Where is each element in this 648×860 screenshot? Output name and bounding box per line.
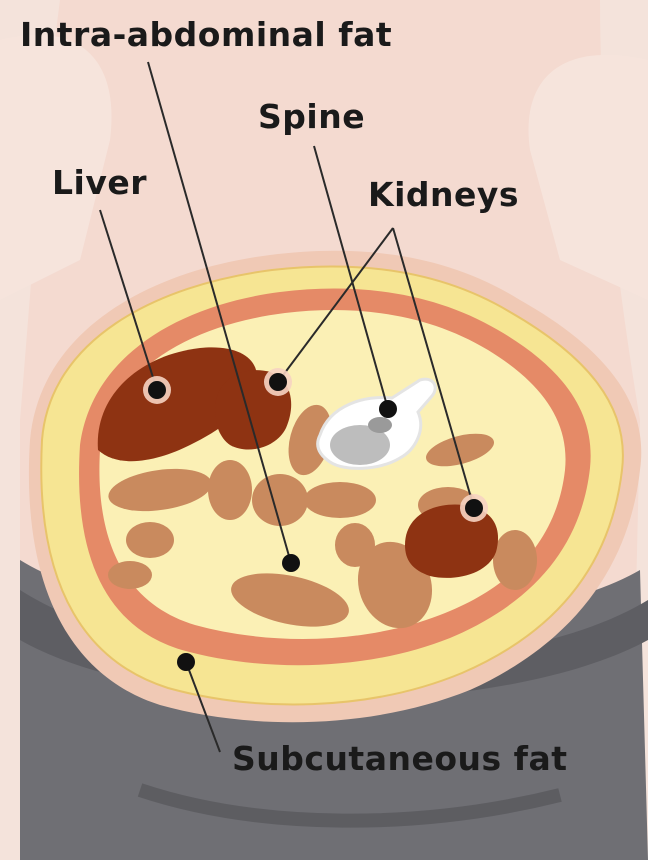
label-spine: Spine: [258, 100, 365, 133]
label-intra-abdominal-fat: Intra-abdominal fat: [20, 18, 392, 51]
label-subcutaneous-fat: Subcutaneous fat: [232, 742, 568, 775]
label-kidneys: Kidneys: [368, 178, 519, 211]
label-liver: Liver: [52, 166, 147, 199]
